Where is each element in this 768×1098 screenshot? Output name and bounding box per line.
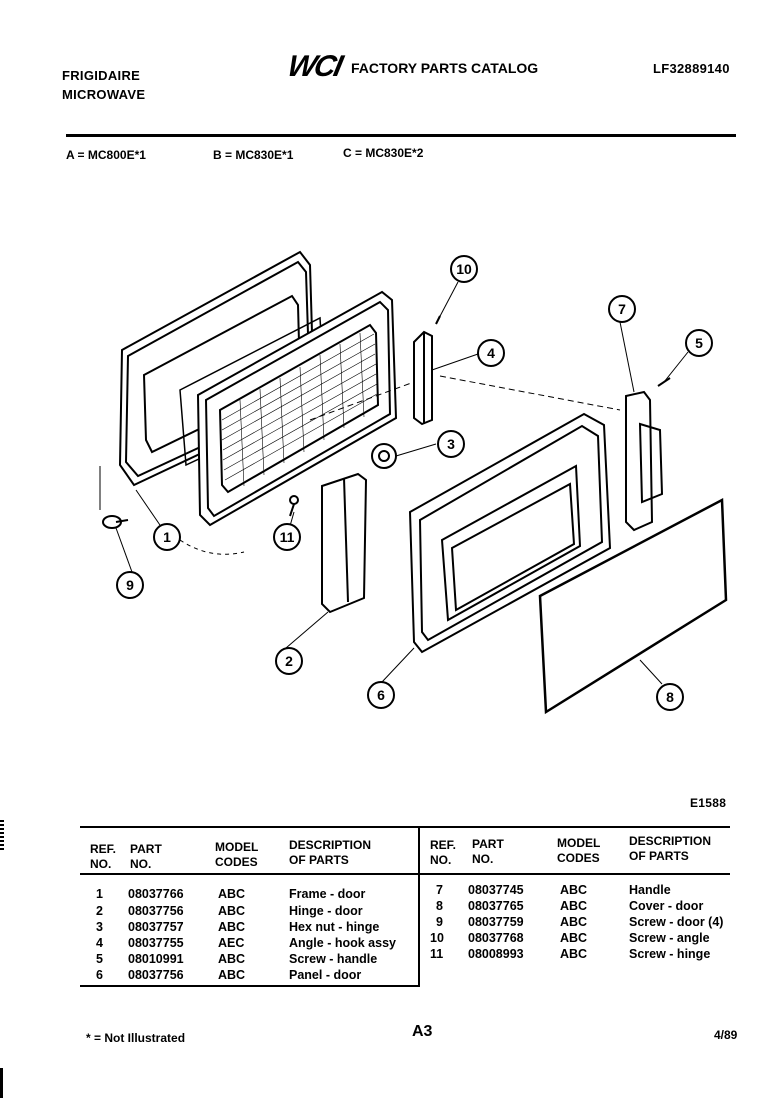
scan-edge-mark [0,1068,3,1098]
callout-1: 1 [163,529,171,545]
callout-5: 5 [695,335,703,351]
cover-door-drawing [538,497,728,715]
callout-8: 8 [666,689,674,705]
table-top-rule [80,826,730,828]
header-rule [66,134,736,137]
revision-date: 4/89 [714,1028,738,1042]
model-a: A = MC800E*1 [66,148,146,162]
exploded-parts-diagram: 10 4 3 7 5 1 11 9 2 6 8 [99,250,728,715]
brand-name: FRIGIDAIRE [62,68,141,83]
catalog-title: FACTORY PARTS CATALOG [351,60,539,76]
door-screen-drawing [196,290,398,527]
callout-3: 3 [447,436,455,452]
handle-drawing [625,390,664,532]
screw-11-drawing [289,495,299,517]
catalog-number: LF32889140 [653,61,730,76]
hinge-drawing [321,472,368,614]
table-divider [418,826,420,986]
callout-6: 6 [377,687,385,703]
col-ref-header: REF.NO. [90,842,117,871]
diagram-code: E1588 [690,796,727,810]
callout-10: 10 [456,261,472,277]
table-bottom-rule [80,985,420,987]
scan-edge-mark [0,820,4,850]
product-type: MICROWAVE [62,87,146,102]
model-c: C = MC830E*2 [343,146,424,160]
col-ref-header-right: REF.NO. [430,838,457,867]
callout-2: 2 [285,653,293,669]
page-number: A3 [412,1023,433,1040]
hex-nut-drawing [371,443,397,469]
not-illustrated-note: * = Not Illustrated [86,1031,186,1045]
angle-hook-drawing [413,330,433,426]
callout-7: 7 [618,301,626,317]
screw-9-drawing [102,515,129,529]
panel-door-drawing [408,412,612,654]
callout-11: 11 [280,529,295,545]
model-b: B = MC830E*1 [213,148,294,162]
table-header-rule [80,873,730,875]
callout-4: 4 [487,345,495,361]
callout-9: 9 [126,577,134,593]
